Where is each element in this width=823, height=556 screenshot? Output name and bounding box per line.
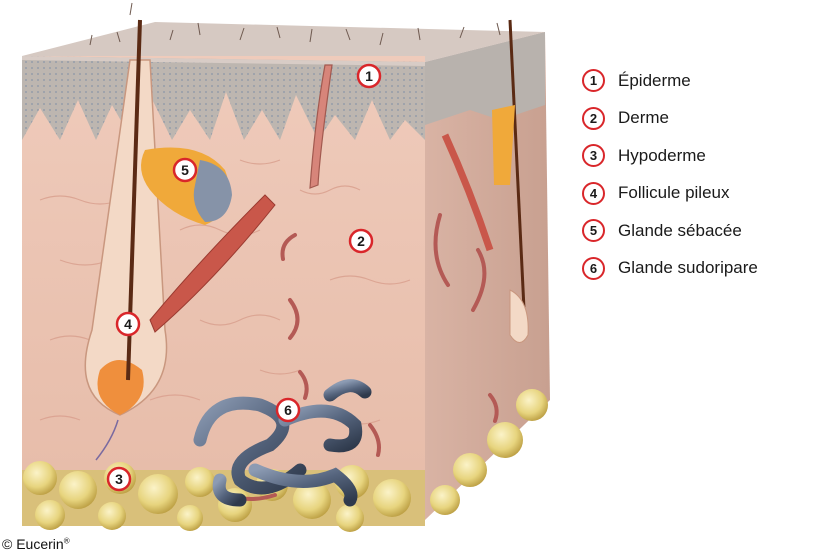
copyright-notice: © Eucerin®	[2, 536, 70, 552]
svg-text:3: 3	[115, 471, 123, 487]
legend-label: Follicule pileux	[618, 183, 730, 203]
legend-number: 4	[582, 182, 605, 205]
svg-text:5: 5	[181, 162, 189, 178]
legend-number: 6	[582, 257, 605, 280]
marker-3: 3	[108, 468, 130, 490]
legend-number: 1	[582, 69, 605, 92]
marker-6: 6	[277, 399, 299, 421]
legend-label: Glande sébacée	[618, 221, 742, 241]
dermis-layer	[22, 56, 425, 526]
svg-text:6: 6	[284, 402, 292, 418]
marker-4: 4	[117, 313, 139, 335]
registered-mark: ®	[64, 536, 70, 545]
legend-item-epidermis: 1 Épiderme	[582, 62, 822, 100]
legend-label: Épiderme	[618, 71, 691, 91]
legend-number: 5	[582, 219, 605, 242]
legend-item-hair-follicle: 4 Follicule pileux	[582, 175, 822, 213]
legend: 1 Épiderme 2 Derme 3 Hypoderme 4 Follicu…	[582, 62, 822, 287]
copyright-text: © Eucerin	[2, 536, 64, 552]
svg-text:1: 1	[365, 68, 373, 84]
legend-label: Hypoderme	[618, 146, 706, 166]
legend-label: Glande sudoripare	[618, 258, 758, 278]
legend-item-hypodermis: 3 Hypoderme	[582, 137, 822, 175]
marker-1: 1	[358, 65, 380, 87]
marker-5: 5	[174, 159, 196, 181]
legend-item-sebaceous-gland: 5 Glande sébacée	[582, 212, 822, 250]
legend-item-dermis: 2 Derme	[582, 100, 822, 138]
marker-2: 2	[350, 230, 372, 252]
legend-item-sweat-gland: 6 Glande sudoripare	[582, 250, 822, 288]
svg-text:2: 2	[357, 233, 365, 249]
legend-number: 3	[582, 144, 605, 167]
svg-text:4: 4	[124, 316, 132, 332]
legend-label: Derme	[618, 108, 669, 128]
legend-number: 2	[582, 107, 605, 130]
